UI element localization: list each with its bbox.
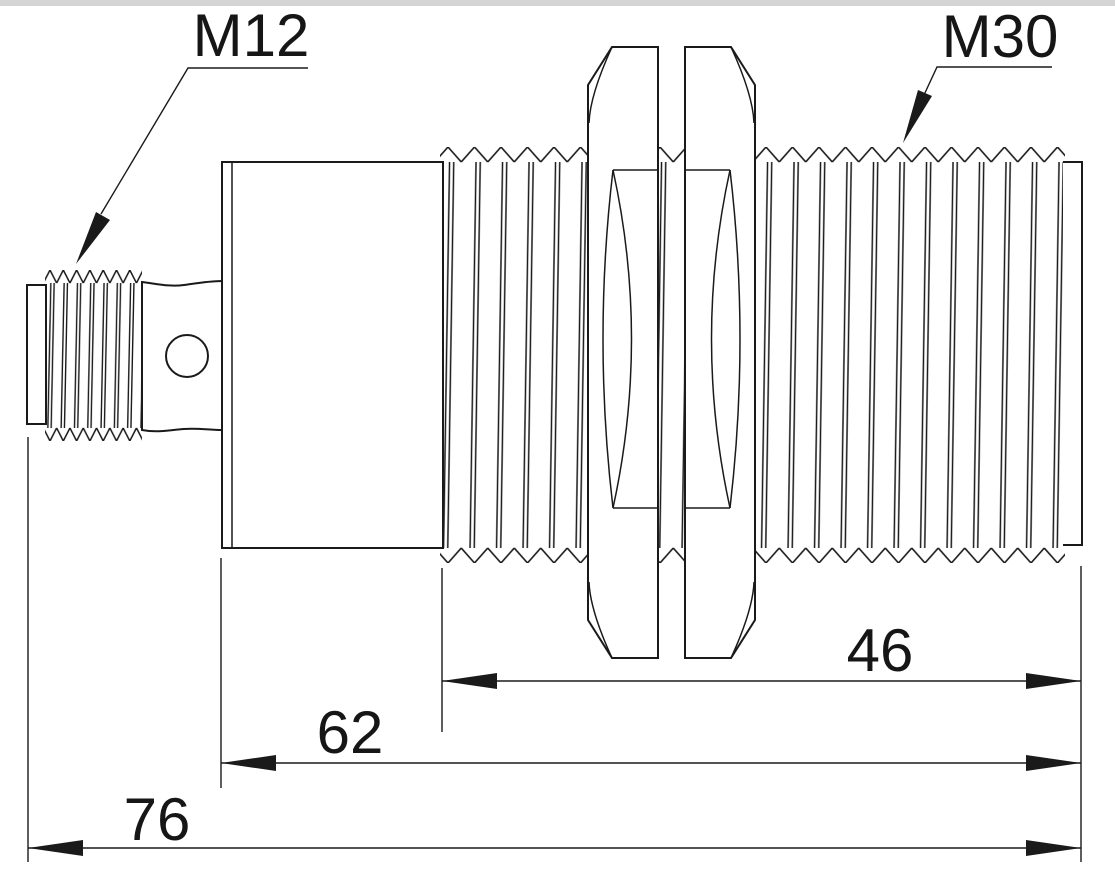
m30-thread-label: M30	[942, 3, 1059, 70]
m12-thread-label: M12	[193, 2, 310, 69]
dim-76-label: 76	[124, 786, 191, 853]
sensor-body	[221, 161, 444, 549]
m12-leader-arrow-icon	[76, 212, 110, 264]
m12-leader: M12	[76, 2, 309, 264]
m30-leader: M30	[903, 3, 1058, 143]
m12-end-cap	[26, 284, 47, 425]
m30-leader-arrow-icon	[903, 90, 932, 143]
dim-62-label: 62	[317, 699, 384, 766]
mounting-hole	[165, 334, 209, 378]
dimension-62: 62	[221, 699, 1081, 771]
dimension-46: 46	[442, 617, 1081, 689]
hex-nut-2	[684, 46, 756, 659]
dimension-76: 76	[28, 786, 1081, 856]
dim-46-label: 46	[847, 617, 914, 684]
top-edge-strip	[0, 0, 1115, 6]
sensing-face-cap	[1063, 161, 1083, 546]
m12-thread-band	[45, 270, 142, 441]
hex-nut-1	[587, 46, 659, 659]
